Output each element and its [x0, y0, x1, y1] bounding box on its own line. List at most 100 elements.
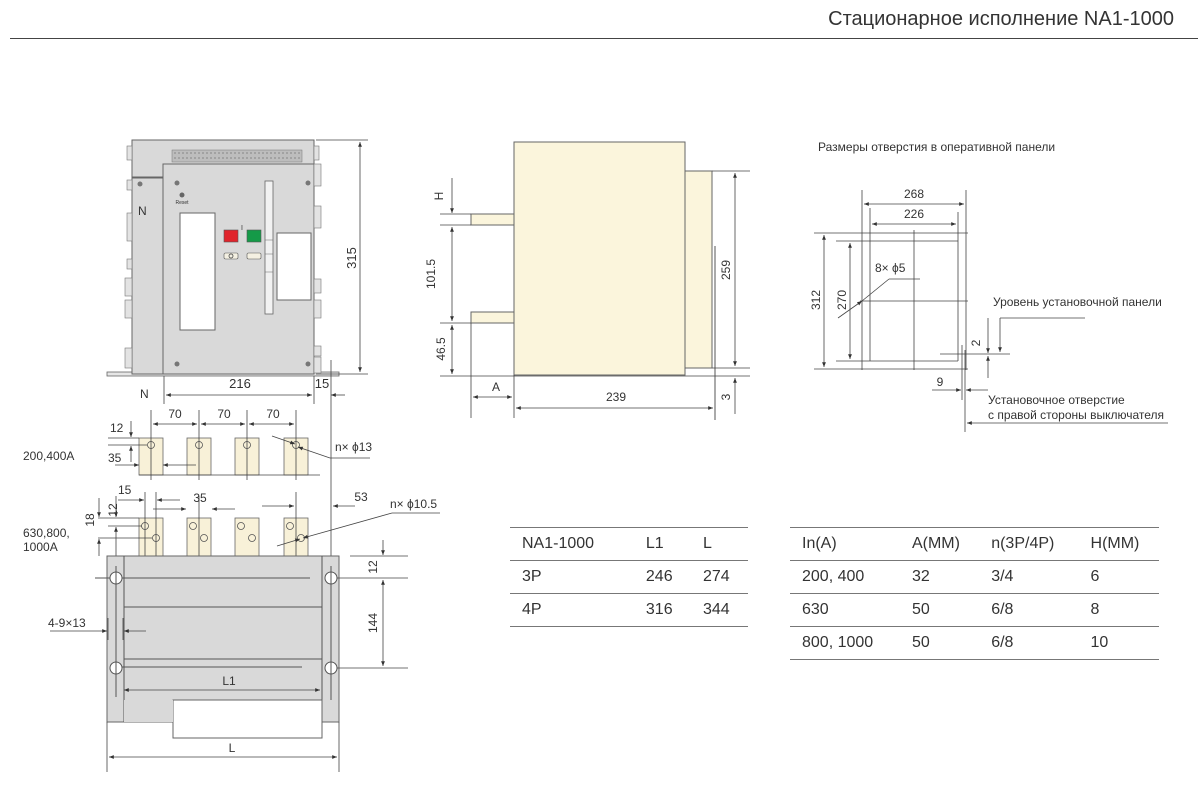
outer-height-312: 312: [809, 290, 823, 310]
dim-15: 15: [118, 483, 132, 497]
table-row: 3P 246 274: [510, 560, 748, 594]
rear-offset-3: 3: [719, 393, 733, 400]
table-row: 4P 316 344: [510, 593, 748, 627]
a-dimension-label: A: [492, 380, 500, 394]
table-cell: 246: [633, 560, 691, 594]
table-cell: 50: [899, 626, 980, 660]
dim-18: 18: [83, 513, 97, 527]
spacing-dim-70: 70: [217, 407, 231, 421]
dim-12: 12: [110, 421, 124, 435]
table-row: 200, 400 32 3/4 6: [790, 560, 1159, 594]
table-header: In(A): [790, 527, 900, 561]
reset-label: Reset: [175, 200, 189, 206]
on-indicator: I: [241, 225, 243, 232]
table-header: L: [690, 527, 748, 561]
panel-level-label: Уровень установочной панели: [993, 295, 1162, 309]
dim-35: 35: [108, 451, 122, 465]
table-cell: 200, 400: [790, 560, 900, 594]
panel-cutout-caption: Размеры отверстия в оперативной панели: [818, 140, 1056, 154]
l-dimension-label: L: [229, 741, 236, 755]
secondary-terminal-strip: [171, 149, 303, 163]
charge-indicator: [223, 252, 239, 260]
table-header-row: NA1-1000 L1 L: [510, 527, 748, 561]
table-header: L1: [633, 527, 691, 561]
bottom-view: 4-9×13 L1 L 12 144: [48, 540, 408, 772]
dim-101-5: 101.5: [424, 259, 438, 289]
spacing-dim-70: 70: [168, 407, 182, 421]
dim-12: 12: [366, 560, 380, 574]
side-view: H 101.5 46.5 A 239 259 3: [424, 141, 750, 420]
table-cell: 6/8: [979, 626, 1079, 660]
table-header: NA1-1000: [510, 527, 634, 561]
mount-hole-label: с правой стороны выключателя: [988, 408, 1164, 422]
depth-dimension-239: 239: [606, 390, 626, 404]
breaker-body-side: [513, 141, 686, 376]
on-button-green: [246, 229, 262, 243]
table-cell: 344: [690, 593, 748, 627]
racking-slider: [264, 180, 274, 315]
panel-cutout: 268 226 312 270 8× ϕ5 Уровень установочн…: [809, 187, 1168, 432]
nameplate-window: [179, 212, 216, 331]
spacing-dim-70: 70: [266, 407, 280, 421]
hole-spec-row1: n× ϕ13: [335, 440, 372, 454]
current-rating-table: In(A) A(MM) n(3P/4P) H(MM) 200, 400 32 3…: [790, 527, 1159, 660]
table-cell: 10: [1078, 626, 1159, 660]
table-cell: 6/8: [979, 593, 1079, 627]
table-header: n(3P/4P): [979, 527, 1079, 561]
hole-spec-8x5: 8× ϕ5: [875, 261, 906, 275]
dim-12: 12: [106, 503, 120, 517]
table-cell: 630: [790, 593, 900, 627]
l1-dimension-label: L1: [222, 674, 236, 688]
table-cell: 6: [1078, 560, 1159, 594]
status-indicator: [246, 252, 262, 260]
header-divider: [10, 38, 1198, 39]
width-dimension-216: 216: [229, 376, 251, 391]
table-cell: 274: [690, 560, 748, 594]
panel-screws: [137, 180, 311, 367]
row1-rating-label: 200,400A: [23, 449, 74, 463]
side-lugs: [124, 145, 322, 374]
dim-46-5: 46.5: [434, 337, 448, 361]
dim-35: 35: [193, 491, 207, 505]
table-cell: 3P: [510, 560, 634, 594]
terminals-row-630-1000A: 630,800, 1000A 15 35 53: [23, 483, 440, 560]
page-title: Стационарное исполнение NA1-1000: [828, 8, 1174, 30]
rear-cover: [172, 699, 323, 739]
inner-width-226: 226: [904, 207, 924, 221]
row2-rating-label: 1000A: [23, 540, 58, 554]
table-row: 630 50 6/8 8: [790, 593, 1159, 627]
dimensions-table: NA1-1000 L1 L 3P 246 274 4P 316 344: [510, 527, 748, 627]
hole-spec-row2: n× ϕ10.5: [390, 497, 437, 511]
inner-height-270: 270: [835, 290, 849, 310]
table-cell: 4P: [510, 593, 634, 627]
height-dimension-315: 315: [344, 247, 359, 269]
table-row: 800, 1000 50 6/8 10: [790, 626, 1159, 660]
hole-offset-9: 9: [937, 375, 944, 389]
h-dimension-label: H: [432, 192, 446, 201]
terminal-bar: [234, 517, 260, 557]
lower-terminal-side: [470, 311, 515, 324]
front-view: Reset N I 315: [106, 139, 368, 560]
slot-dimension-label: 4-9×13: [48, 616, 86, 630]
reset-button: [179, 192, 185, 198]
table-header: H(MM): [1078, 527, 1159, 561]
mount-hole-label: Установочное отверстие: [988, 393, 1125, 407]
rear-connector-side: [684, 170, 713, 369]
terminals-row-200-400A: 200,400A 70 70 70 12 35 n× ϕ1: [23, 407, 372, 480]
neutral-label-bottom: N: [140, 387, 149, 401]
table-cell: 3/4: [979, 560, 1079, 594]
table-cell: 50: [899, 593, 980, 627]
neutral-label: N: [138, 204, 147, 218]
terminal-bar: [138, 517, 164, 557]
dim-144: 144: [366, 613, 380, 633]
base-plate: [106, 555, 340, 723]
table-cell: 800, 1000: [790, 626, 900, 660]
table-cell: 316: [633, 593, 691, 627]
upper-terminal-side: [470, 213, 515, 226]
table-header: A(MM): [899, 527, 980, 561]
level-offset-2: 2: [969, 339, 983, 346]
dim-53: 53: [354, 490, 368, 504]
table-cell: 8: [1078, 593, 1159, 627]
terminal-pins: [174, 152, 300, 159]
controller-window: [276, 232, 312, 301]
